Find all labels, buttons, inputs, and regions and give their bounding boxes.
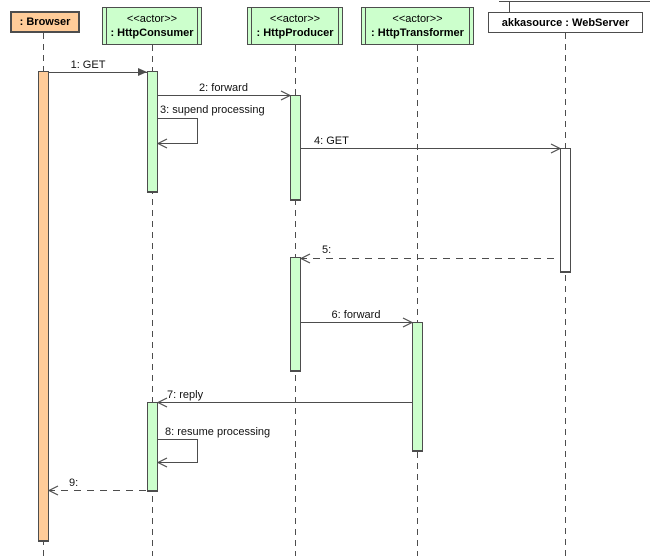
message-1-label: 1: GET: [70, 59, 106, 71]
activation-browser: [38, 71, 49, 542]
message-8-line-out: [157, 439, 198, 440]
open-arrowhead-right-icon: [280, 90, 291, 101]
message-2-line: [157, 95, 290, 96]
participant-stereotype: <<actor>>: [392, 12, 443, 25]
frame-artifact-vertical-line: [509, 1, 510, 12]
message-4-label: 4: GET: [314, 135, 349, 147]
message-7-line: [157, 402, 412, 403]
frame-artifact-horizontal-line: [499, 1, 650, 2]
message-7-label: 7: reply: [167, 389, 204, 401]
message-8-label: 8: resume processing: [165, 426, 271, 438]
message-6-line: [300, 322, 412, 323]
open-arrowhead-left-icon: [300, 253, 311, 264]
message-9-line: [48, 490, 147, 491]
message-8-line-down: [197, 439, 198, 463]
activation-httptransformer: [412, 322, 423, 452]
participant-stereotype: <<actor>>: [269, 12, 321, 25]
open-arrowhead-right-icon: [402, 317, 413, 328]
message-6-label: 6: forward: [331, 309, 381, 321]
message-3-line-return: [157, 143, 198, 144]
participant-name: : HttpTransformer: [371, 26, 464, 39]
participant-box-httpproducer: <<actor>> : HttpProducer: [247, 7, 343, 45]
participant-name: akkasource : WebServer: [501, 16, 630, 29]
activation-httpconsumer-1: [147, 71, 158, 193]
participant-box-httpconsumer: <<actor>> : HttpConsumer: [102, 7, 202, 45]
participant-name: : HttpProducer: [256, 26, 334, 39]
message-5-label: 5:: [322, 244, 332, 256]
participant-name: : HttpConsumer: [110, 26, 194, 39]
lifeline-webserver: [565, 33, 566, 556]
message-3-line-down: [197, 118, 198, 144]
open-arrowhead-left-icon: [157, 457, 168, 468]
lifeline-httpconsumer: [152, 45, 153, 556]
open-arrowhead-left-icon: [157, 397, 168, 408]
open-arrowhead-right-icon: [550, 143, 561, 154]
participant-box-httptransformer: <<actor>> : HttpTransformer: [361, 7, 474, 45]
activation-httpproducer-2: [290, 257, 301, 372]
message-5-line: [300, 258, 560, 259]
message-1-line: [48, 72, 147, 73]
message-3-label: 3: supend processing: [160, 104, 265, 116]
lifeline-httptransformer: [417, 45, 418, 556]
open-arrowhead-left-icon: [48, 485, 59, 496]
participant-name: : Browser: [19, 16, 71, 28]
message-4-line: [300, 148, 560, 149]
participant-box-browser: : Browser: [10, 11, 80, 33]
message-8-line-return: [157, 462, 198, 463]
filled-arrowhead-right-icon: [138, 68, 147, 76]
participant-stereotype: <<actor>>: [126, 12, 178, 25]
open-arrowhead-left-icon: [157, 138, 168, 149]
activation-webserver: [560, 148, 571, 273]
participant-box-webserver: akkasource : WebServer: [488, 12, 643, 33]
message-3-line-out: [157, 118, 198, 119]
message-9-label: 9:: [69, 477, 79, 489]
message-2-label: 2: forward: [199, 82, 248, 94]
activation-httpconsumer-2: [147, 402, 158, 492]
